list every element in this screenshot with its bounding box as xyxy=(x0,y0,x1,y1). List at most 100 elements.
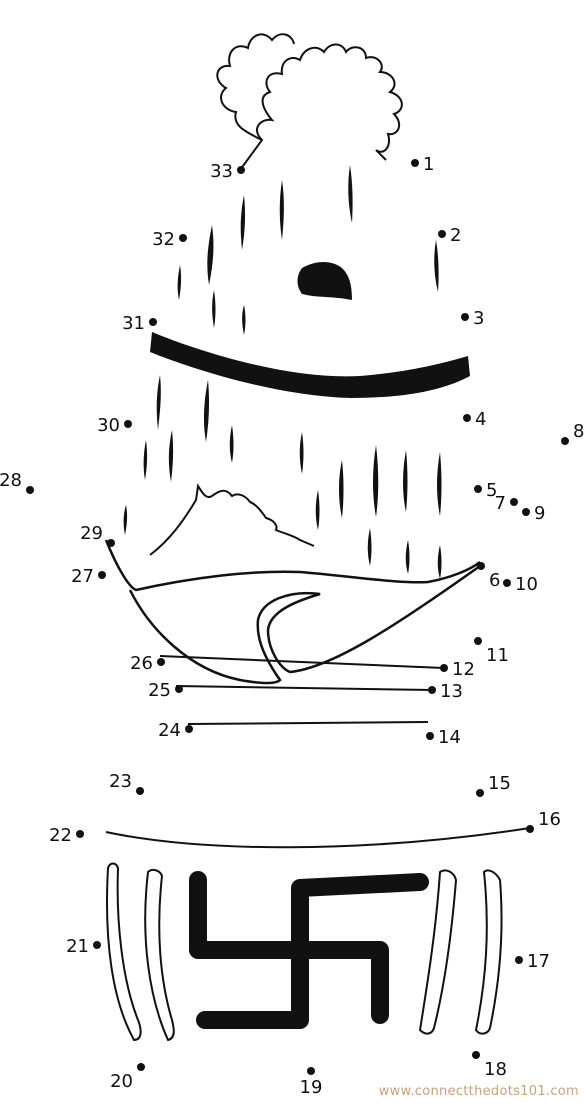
dot-16: 16 xyxy=(526,809,561,833)
dot-marker xyxy=(477,562,485,570)
dot-4: 4 xyxy=(463,409,486,430)
dot-marker xyxy=(461,313,469,321)
dot-22: 22 xyxy=(49,825,84,846)
dot-marker xyxy=(93,941,101,949)
thread-band xyxy=(150,332,470,398)
dot-5: 5 xyxy=(474,480,497,501)
dot-19: 19 xyxy=(300,1067,323,1098)
dot-marker xyxy=(307,1067,315,1075)
dot-marker xyxy=(175,685,183,693)
dot-26: 26 xyxy=(130,653,165,674)
dot-number: 11 xyxy=(486,645,509,666)
dot-27: 27 xyxy=(71,566,106,587)
dot-14: 14 xyxy=(426,727,461,748)
dot-marker xyxy=(474,637,482,645)
dot-24: 24 xyxy=(158,720,193,741)
dot-number: 29 xyxy=(80,523,103,544)
coconut-strokes xyxy=(177,165,439,335)
dot-8: 8 xyxy=(561,421,584,445)
dot-25: 25 xyxy=(148,680,183,701)
dot-marker xyxy=(98,571,106,579)
dot-number: 13 xyxy=(440,681,463,702)
dot-number: 18 xyxy=(484,1059,507,1080)
dot-marker xyxy=(124,420,132,428)
dot-number: 25 xyxy=(148,680,171,701)
dot-marker xyxy=(476,789,484,797)
dot-number: 2 xyxy=(450,225,461,246)
dot-9: 9 xyxy=(522,503,545,524)
coconut-tuft-left xyxy=(216,33,295,141)
dot-6: 6 xyxy=(477,562,500,591)
dot-31: 31 xyxy=(122,313,157,334)
dot-number: 10 xyxy=(515,574,538,595)
dot-15: 15 xyxy=(476,773,511,797)
dot-marker xyxy=(515,956,523,964)
dot-marker xyxy=(561,437,569,445)
dot-number: 30 xyxy=(97,415,120,436)
dot-marker xyxy=(426,732,434,740)
dot-number: 14 xyxy=(438,727,461,748)
dot-marker xyxy=(179,234,187,242)
dot-number: 12 xyxy=(452,659,475,680)
dot-marker xyxy=(149,318,157,326)
dot-number: 19 xyxy=(300,1077,323,1098)
dot-marker xyxy=(107,539,115,547)
pot-rim xyxy=(105,827,531,849)
dot-number: 26 xyxy=(130,653,153,674)
dot-marker xyxy=(137,1063,145,1071)
dot-marker xyxy=(510,498,518,506)
dot-12: 12 xyxy=(440,659,475,680)
dot-33: 33 xyxy=(210,161,245,182)
dot-32: 32 xyxy=(152,229,187,250)
dot-marker xyxy=(26,486,34,494)
dot-number: 8 xyxy=(573,421,584,442)
dot-marker xyxy=(522,508,530,516)
dot-number: 5 xyxy=(486,480,497,501)
dot-marker xyxy=(503,579,511,587)
dot-18: 18 xyxy=(472,1051,507,1080)
lid-rim xyxy=(104,539,481,592)
dot-number: 33 xyxy=(210,161,233,182)
dot-number: 32 xyxy=(152,229,175,250)
pot-strokes xyxy=(123,375,442,579)
dot-number: 24 xyxy=(158,720,181,741)
dot-number: 1 xyxy=(423,154,434,175)
dot-marker xyxy=(157,658,165,666)
dot-number: 22 xyxy=(49,825,72,846)
dot-marker xyxy=(428,686,436,694)
coconut-tuft xyxy=(239,43,403,171)
dot-21: 21 xyxy=(66,936,101,957)
dot-number: 15 xyxy=(488,773,511,794)
dot-7: 7 xyxy=(495,493,518,514)
dot-number: 23 xyxy=(109,771,132,792)
site-watermark: www.connectthedots101.com xyxy=(378,1084,579,1099)
dot-marker xyxy=(463,414,471,422)
dot-number: 9 xyxy=(534,503,545,524)
dot-number: 27 xyxy=(71,566,94,587)
dot-marker xyxy=(438,230,446,238)
dot-30: 30 xyxy=(97,415,132,436)
dot-number: 31 xyxy=(122,313,145,334)
dot-marker xyxy=(474,485,482,493)
dot-11: 11 xyxy=(474,637,509,666)
dot-1: 1 xyxy=(411,154,434,175)
swastika-symbol xyxy=(189,871,429,1029)
dot-28: 28 xyxy=(0,470,34,494)
dot-marker xyxy=(472,1051,480,1059)
dot-10: 10 xyxy=(503,574,538,595)
dot-number: 20 xyxy=(110,1071,133,1092)
dot-number: 17 xyxy=(527,951,550,972)
dot-20: 20 xyxy=(110,1063,145,1092)
dot-23: 23 xyxy=(109,771,144,795)
dot-marker xyxy=(411,159,419,167)
dot-marker xyxy=(185,725,193,733)
dot-number: 4 xyxy=(475,409,486,430)
dot-3: 3 xyxy=(461,308,484,329)
side-leaves xyxy=(106,862,503,1042)
dot-number: 28 xyxy=(0,470,22,491)
dot-number: 7 xyxy=(495,493,506,514)
dot-marker xyxy=(136,787,144,795)
